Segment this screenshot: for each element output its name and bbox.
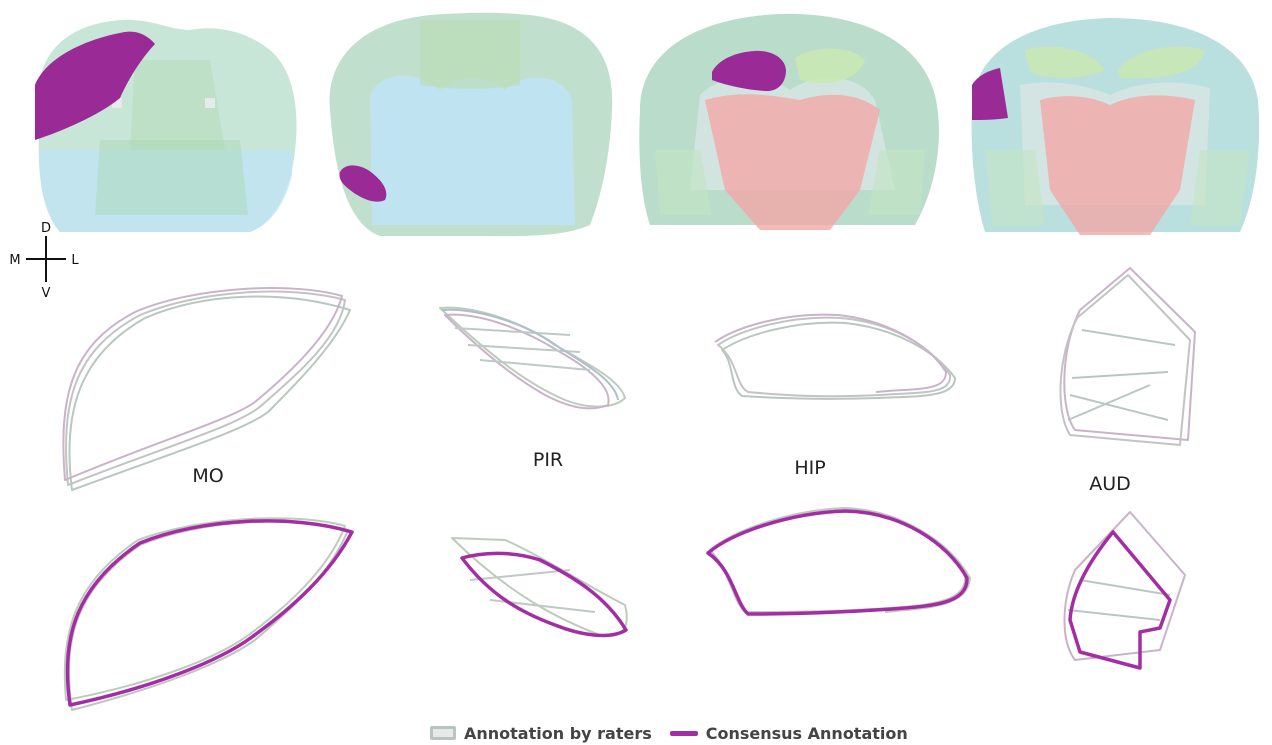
consensus-outline-hip (708, 508, 970, 614)
medial-label: M (9, 253, 20, 268)
region-label-mo: MO (192, 465, 223, 487)
brain-section-pir (330, 13, 613, 236)
rater-outlines-aud (1060, 268, 1195, 445)
ventral-label: V (42, 286, 51, 301)
rater-outlines-mo (63, 288, 350, 490)
brain-section-mo (35, 20, 297, 232)
rater-outlines-pir (440, 308, 625, 409)
brain-section-hip (639, 14, 939, 230)
region-label-pir: PIR (533, 449, 563, 471)
rater-outlines-hip (715, 315, 955, 399)
consensus-outlines-row (65, 508, 1185, 710)
legend-item-raters: Annotation by raters (430, 724, 652, 743)
dorsal-label: D (41, 221, 51, 236)
raters-swatch (430, 726, 456, 740)
legend: Annotation by raters Consensus Annotatio… (430, 722, 908, 744)
lateral-label: L (71, 253, 79, 268)
consensus-outline-aud (1064, 512, 1185, 668)
legend-item-consensus: Consensus Annotation (670, 724, 908, 743)
consensus-outline-mo (65, 518, 352, 710)
legend-label-raters: Annotation by raters (464, 724, 652, 743)
orientation-compass: D V M L (9, 221, 79, 301)
region-labels: MO PIR HIP AUD (192, 449, 1130, 495)
region-label-hip: HIP (794, 457, 825, 479)
brain-section-aud (972, 18, 1260, 235)
rater-outlines-row (63, 268, 1195, 490)
legend-label-consensus: Consensus Annotation (706, 724, 908, 743)
region-label-aud: AUD (1089, 473, 1131, 495)
consensus-outline-pir (452, 538, 627, 636)
consensus-swatch (670, 731, 698, 736)
